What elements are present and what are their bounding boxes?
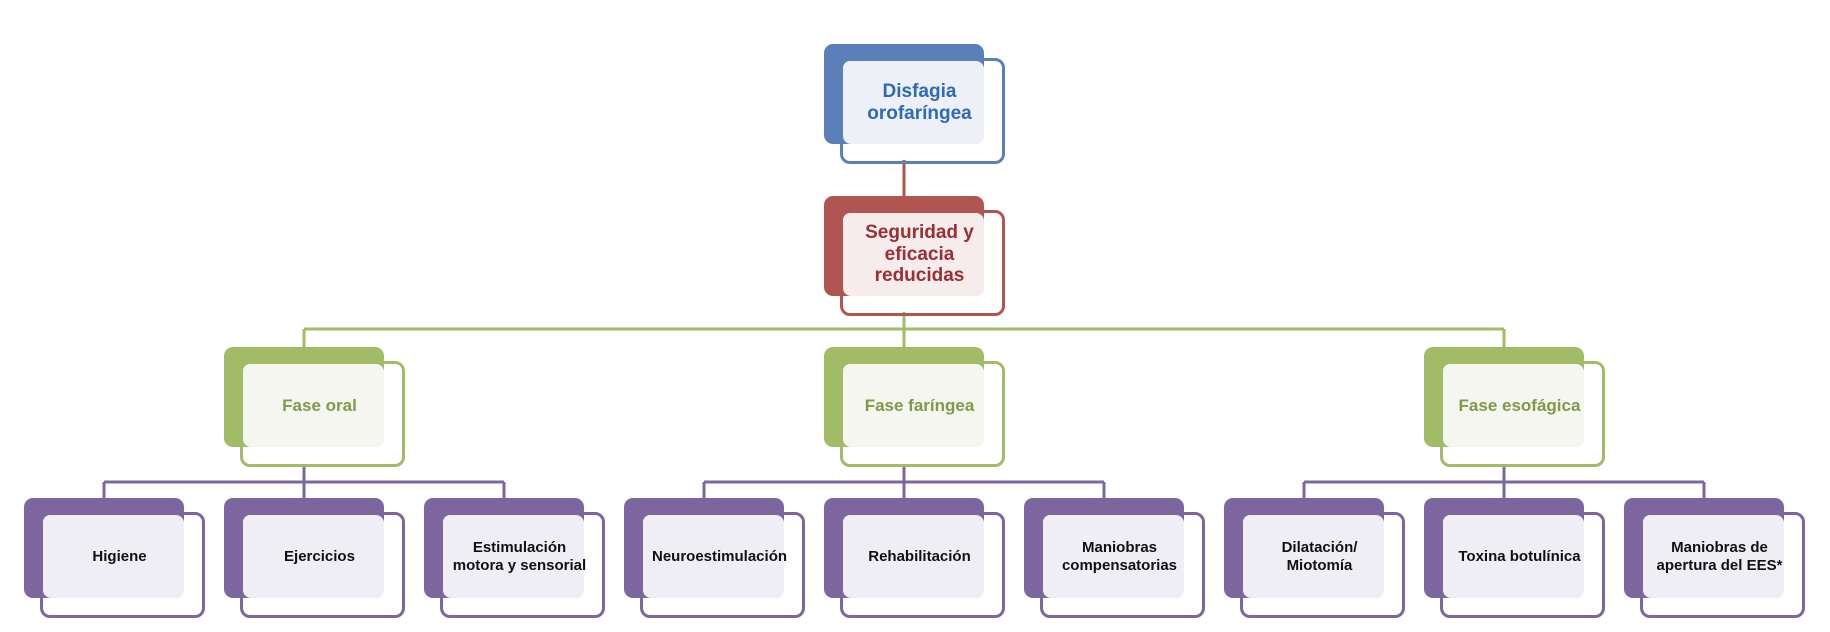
node-label-root: Disfagia orofaríngea xyxy=(867,80,972,124)
node-frame xyxy=(40,512,205,618)
node-frame xyxy=(1440,512,1605,618)
node-phase-pharyngeal: Fase faríngea xyxy=(824,347,1005,467)
node-frame xyxy=(440,512,605,618)
node-fill xyxy=(243,515,384,598)
node-fill xyxy=(443,515,584,598)
node-label-motor-sensory-stimulation: Estimulación motora y sensorial xyxy=(452,539,587,574)
node-safety-efficacy: Seguridad y eficacia reducidas xyxy=(824,196,1005,316)
node-label-phase-esophageal: Fase esofágica xyxy=(1458,395,1581,415)
node-label-exercises: Ejercicios xyxy=(284,547,355,565)
node-treatment: Rehabilitación xyxy=(824,498,1005,618)
node-fill xyxy=(843,364,984,447)
node-root: Disfagia orofaríngea xyxy=(824,44,1005,164)
node-fill xyxy=(843,61,984,144)
node-frame xyxy=(840,210,1005,316)
node-frame xyxy=(840,512,1005,618)
node-fill xyxy=(843,213,984,296)
node-fill xyxy=(1443,364,1584,447)
node-label-phase-pharyngeal: Fase faríngea xyxy=(864,395,975,415)
node-fill xyxy=(1043,515,1184,598)
node-frame xyxy=(1240,512,1405,618)
node-frame xyxy=(1640,512,1805,618)
node-fill xyxy=(843,515,984,598)
node-fill xyxy=(243,364,384,447)
node-label-compensatory-maneuvers: Maniobras compensatorias xyxy=(1061,539,1178,574)
node-frame xyxy=(240,361,405,467)
node-fill xyxy=(1443,515,1584,598)
node-treatment: Toxina botulínica xyxy=(1424,498,1605,618)
node-frame xyxy=(640,512,805,618)
node-label-hygiene: Higiene xyxy=(92,547,147,565)
node-label-safety-efficacy: Seguridad y eficacia reducidas xyxy=(865,221,974,287)
node-fill xyxy=(1243,515,1384,598)
node-treatment: Neuroestimulación xyxy=(624,498,805,618)
node-treatment: Maniobras de apertura del EES* xyxy=(1624,498,1805,618)
node-label-rehabilitation: Rehabilitación xyxy=(868,547,971,565)
node-frame xyxy=(240,512,405,618)
node-treatment: Dilatación/ Miotomía xyxy=(1224,498,1405,618)
node-label-neurostimulation: Neuroestimulación xyxy=(651,547,788,565)
node-treatment: Estimulación motora y sensorial xyxy=(424,498,605,618)
node-frame xyxy=(840,361,1005,467)
node-frame xyxy=(840,58,1005,164)
node-label-botulinum-toxin: Toxina botulínica xyxy=(1458,547,1581,565)
node-frame xyxy=(1440,361,1605,467)
node-fill xyxy=(643,515,784,598)
node-label-dilation-myotomy: Dilatación/ Miotomía xyxy=(1281,539,1358,574)
node-label-phase-oral: Fase oral xyxy=(282,395,357,415)
node-fill xyxy=(1643,515,1784,598)
node-phase-oral: Fase oral xyxy=(224,347,405,467)
node-phase-esophageal: Fase esofágica xyxy=(1424,347,1605,467)
node-treatment: Ejercicios xyxy=(224,498,405,618)
node-treatment: Higiene xyxy=(24,498,205,618)
node-treatment: Maniobras compensatorias xyxy=(1024,498,1205,618)
node-fill xyxy=(43,515,184,598)
node-label-ues-opening-maneuvers: Maniobras de apertura del EES* xyxy=(1656,539,1783,574)
node-frame xyxy=(1040,512,1205,618)
